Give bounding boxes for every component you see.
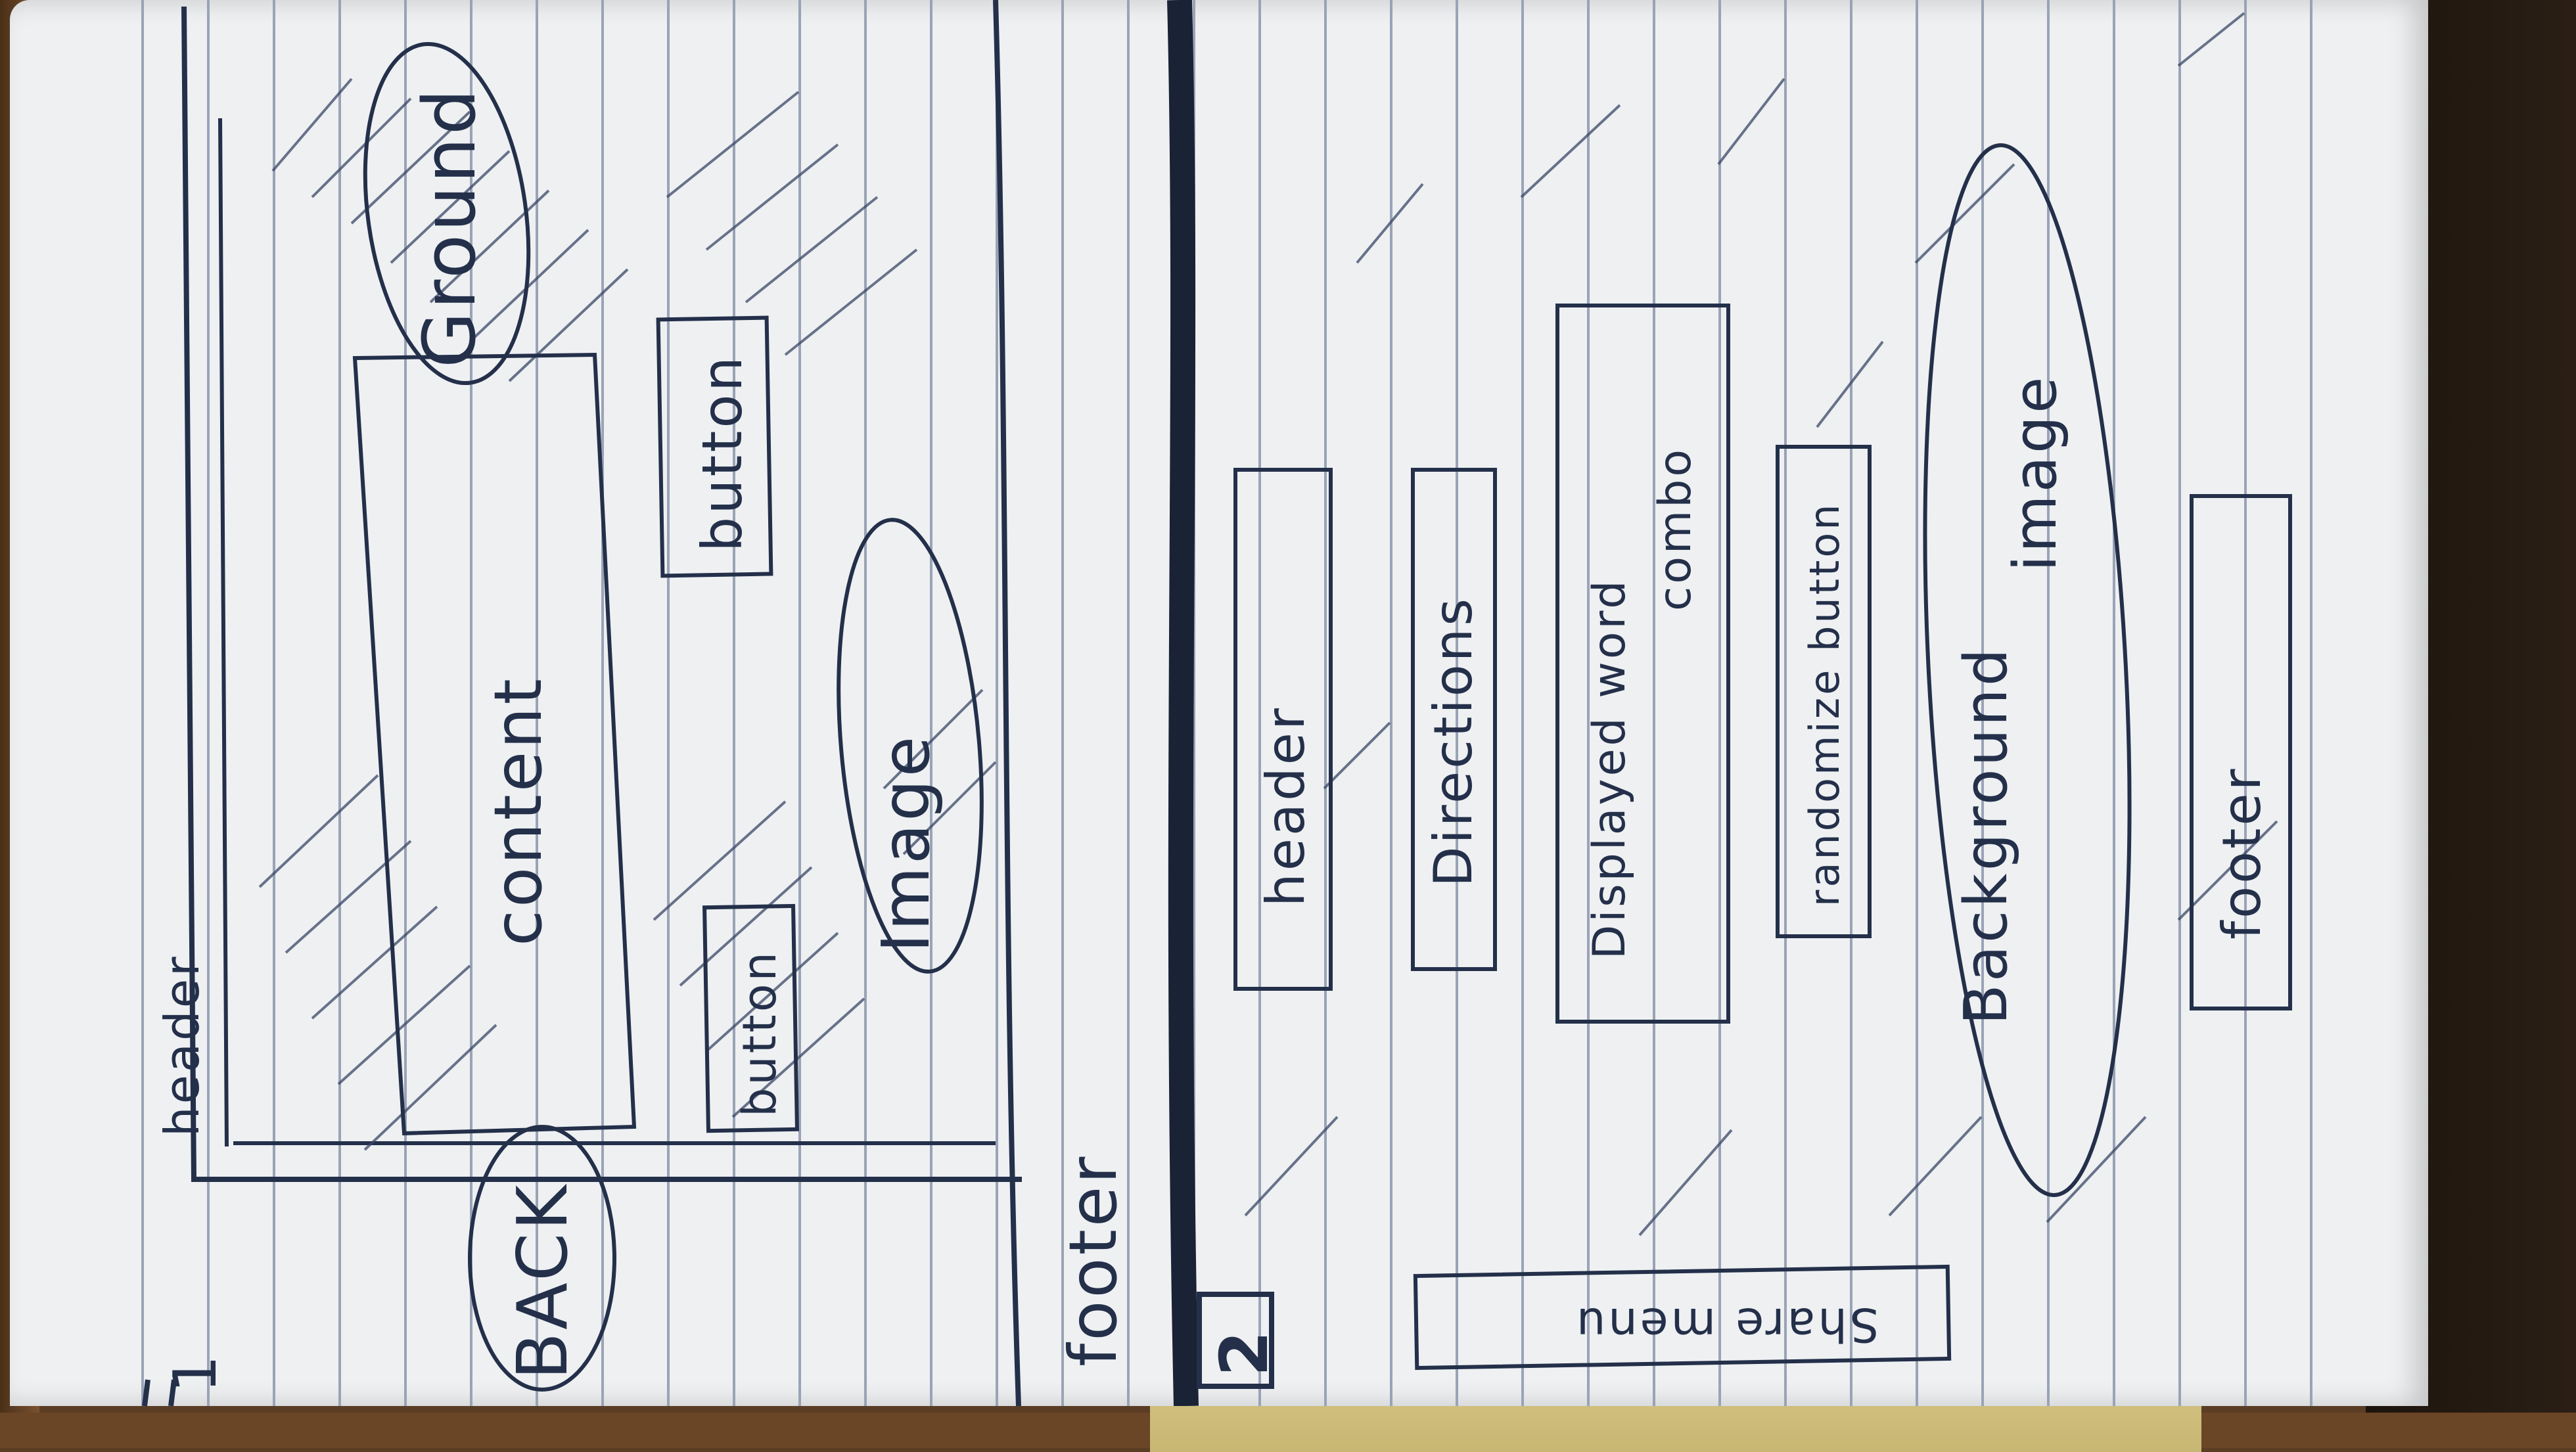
image-ellipse (837, 518, 984, 974)
wireframe2-background-label: Background (1952, 646, 2021, 1025)
w2-share-menu-box (1413, 1264, 1952, 1371)
divider-line (1167, 0, 1199, 1406)
wireframe1-footer-label: footer (1055, 1154, 1132, 1367)
wireframe1-ground-label: Ground (407, 86, 492, 368)
wireframe2-number: 2 (1206, 1328, 1283, 1376)
wireframe1-button-right-label: button (690, 353, 754, 552)
w2-number-box (1197, 1292, 1274, 1389)
wireframe1-number: 1 (161, 1352, 230, 1393)
wireframe2-word-combo-line2: combo (1649, 447, 1701, 611)
wireframe1-image-label: Image (867, 733, 944, 953)
notebook-page: 1 header content button button Image BAC… (10, 0, 2428, 1406)
hatching (258, 12, 2278, 1236)
content-box (352, 352, 637, 1136)
wireframe1-frame (181, 6, 1022, 1182)
w2-word-combo-box (1555, 304, 1730, 1024)
w2-background-ellipse (1923, 143, 2132, 1197)
wireframe2-word-combo-line1: Displayed word (1584, 578, 1636, 959)
wireframe2-header-label: header (1255, 706, 1316, 907)
wireframe1-back-label: BACK (503, 1182, 583, 1380)
w2-header-box (1233, 468, 1333, 991)
wireframe1-button-left-label: button (733, 949, 787, 1117)
button-right-box (656, 315, 773, 578)
back-ellipse (468, 1125, 616, 1392)
wireframe2-share-menu-label: Share menu (1574, 1298, 1879, 1351)
w2-directions-box (1411, 468, 1497, 971)
wireframe2-randomize-button-label: randomize button (1801, 501, 1849, 907)
wireframe1-header-label: header (154, 954, 210, 1137)
wireframe1-content-label: content (480, 676, 557, 946)
ground-ellipse (363, 41, 531, 386)
wireframe2-directions-label: Directions (1423, 595, 1484, 887)
w2-footer-box (2190, 494, 2292, 1010)
sketch-drawing (128, 0, 2362, 1406)
wireframe2-footer-label: footer (2211, 766, 2272, 940)
wireframe2-image-label: image (2001, 374, 2070, 572)
w2-randomize-box (1776, 445, 1872, 938)
button-left-box (702, 903, 800, 1133)
